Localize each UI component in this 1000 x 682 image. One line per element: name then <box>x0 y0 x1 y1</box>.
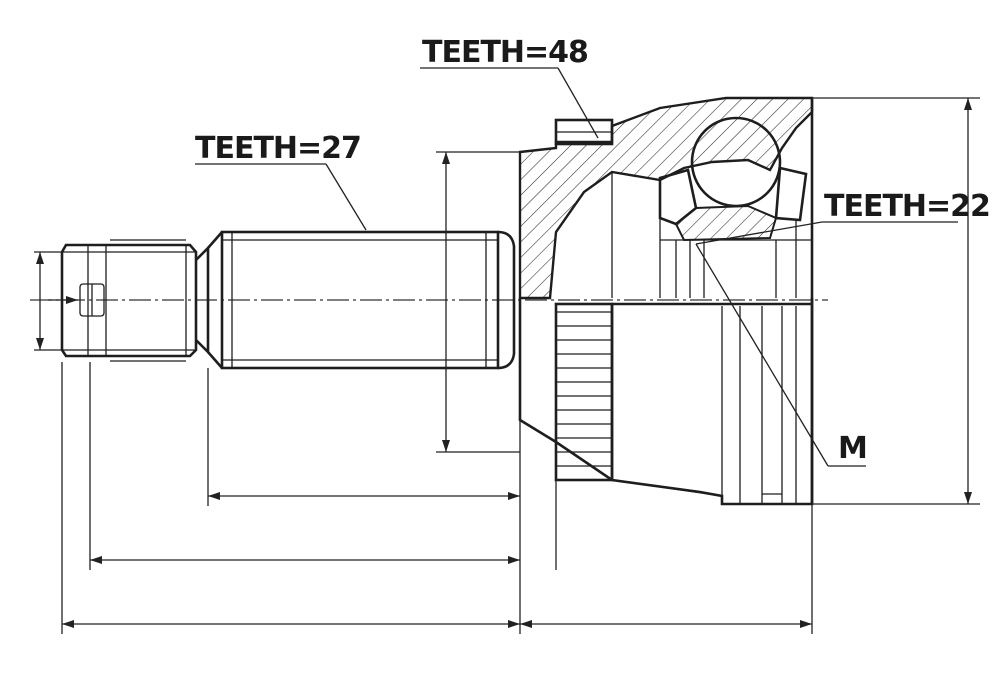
label-m-thread: M <box>838 431 867 466</box>
label-teeth-48: TEETH=48 <box>422 35 588 70</box>
outer-bell-housing <box>518 96 814 506</box>
label-teeth-27: TEETH=27 <box>195 131 361 166</box>
threaded-shaft-end <box>34 239 198 362</box>
label-teeth-22: TEETH=22 <box>824 189 990 224</box>
housing-exterior-view <box>611 302 812 504</box>
abs-tone-ring <box>554 302 614 482</box>
splined-shaft <box>220 230 516 370</box>
leader-lines <box>195 67 958 467</box>
inner-race-assembly <box>658 116 812 298</box>
dimension-lines <box>61 97 980 634</box>
shaft-neck <box>195 231 223 369</box>
